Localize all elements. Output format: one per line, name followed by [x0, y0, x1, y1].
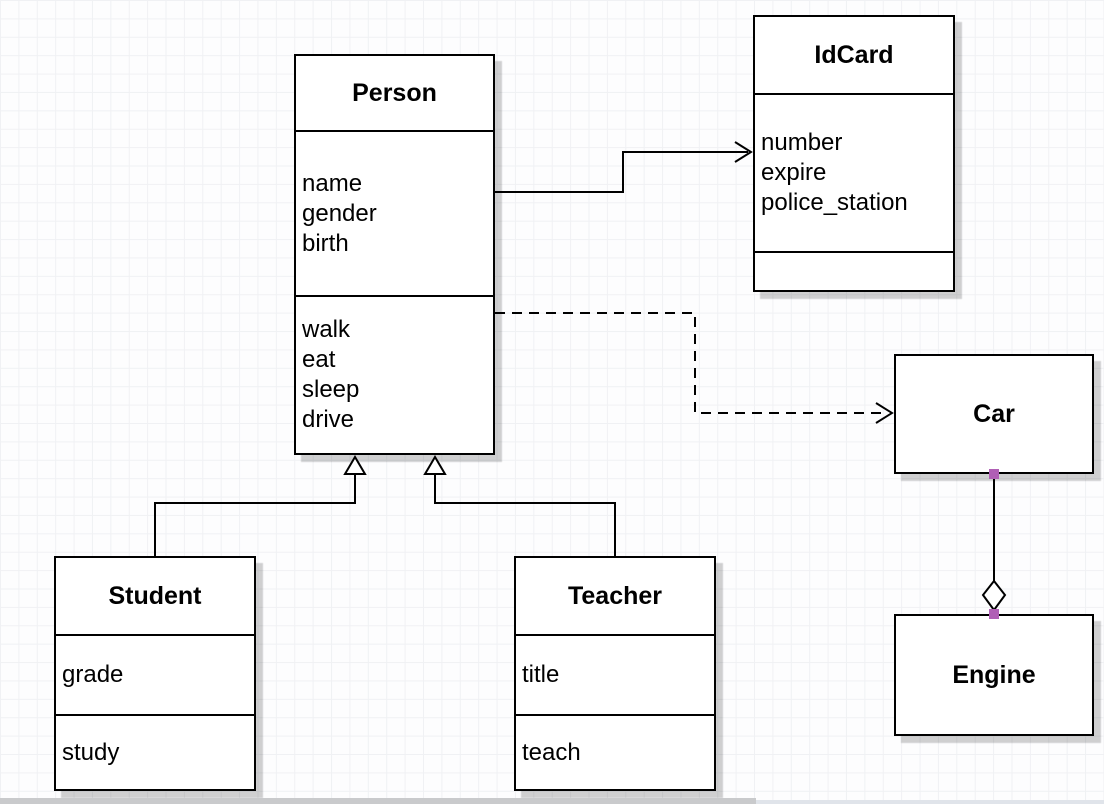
class-title-label: Teacher — [567, 581, 663, 610]
class-box-car[interactable]: Car — [894, 354, 1094, 474]
method-row: eat — [302, 346, 336, 373]
horizontal-scrollbar-thumb[interactable] — [0, 798, 756, 804]
class-title-idcard: IdCard — [755, 17, 953, 93]
attribute-row: grade — [62, 661, 124, 688]
class-title-label: Engine — [952, 660, 1036, 689]
edge-generalization-student-person[interactable] — [154, 474, 356, 556]
class-title-car: Car — [896, 356, 1092, 472]
class-box-person[interactable]: Person name gender birth walk eat sleep … — [294, 54, 495, 455]
class-methods-idcard — [755, 251, 953, 290]
class-methods-teacher: teach — [516, 714, 714, 789]
attribute-row: police_station — [761, 189, 908, 216]
attribute-row: number — [761, 129, 843, 156]
attribute-row: title — [522, 661, 560, 688]
class-box-engine[interactable]: Engine — [894, 614, 1094, 736]
class-title-person: Person — [296, 56, 493, 130]
method-row: walk — [302, 316, 351, 343]
edge-dependency-person-car[interactable] — [495, 312, 882, 414]
class-attributes-idcard: number expire police_station — [755, 93, 953, 251]
method-row: study — [62, 738, 120, 766]
class-title-engine: Engine — [896, 616, 1092, 734]
hollow-diamond-aggregation — [981, 579, 1007, 612]
hollow-triangle-arrowhead-teacher — [423, 455, 447, 475]
class-attributes-teacher: title — [516, 634, 714, 714]
class-title-label: Student — [108, 581, 202, 610]
edge-association-person-idcard[interactable] — [495, 151, 748, 193]
attribute-row: name — [302, 169, 363, 197]
hollow-triangle-arrowhead-student — [343, 455, 367, 475]
class-attributes-person: name gender birth — [296, 130, 493, 295]
edge-generalization-teacher-person[interactable] — [434, 474, 616, 556]
method-row: drive — [302, 406, 355, 433]
attribute-row: expire — [761, 159, 827, 186]
class-title-label: Person — [352, 78, 437, 107]
class-title-student: Student — [56, 558, 254, 634]
class-title-teacher: Teacher — [516, 558, 714, 634]
class-box-student[interactable]: Student grade study — [54, 556, 256, 791]
class-attributes-student: grade — [56, 634, 254, 714]
class-title-label: IdCard — [814, 40, 894, 69]
class-box-idcard[interactable]: IdCard number expire police_station — [753, 15, 955, 292]
class-methods-person: walk eat sleep drive — [296, 295, 493, 453]
attribute-row: gender — [302, 199, 377, 227]
method-row: teach — [522, 738, 581, 766]
class-methods-student: study — [56, 714, 254, 789]
attribute-row: birth — [302, 229, 349, 257]
method-row: sleep — [302, 376, 360, 403]
class-box-teacher[interactable]: Teacher title teach — [514, 556, 716, 791]
class-title-label: Car — [973, 399, 1015, 428]
